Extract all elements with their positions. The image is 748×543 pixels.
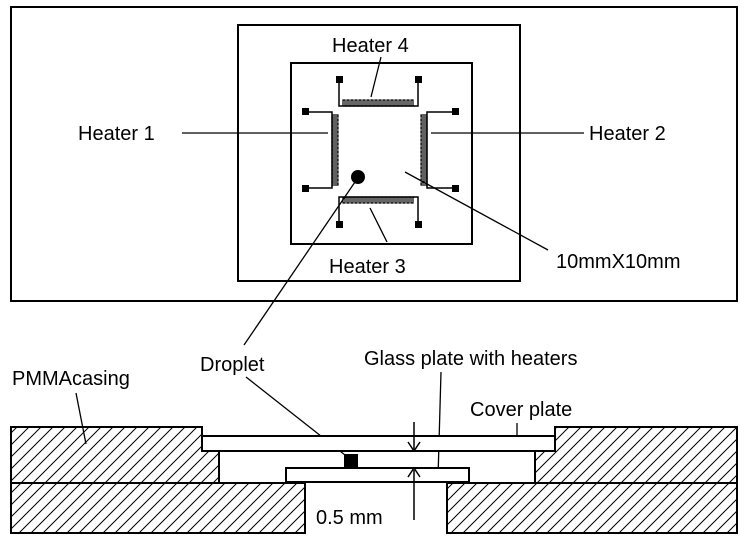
heater-2-label: Heater 2 [589,123,666,145]
pmma-outline [237,24,521,282]
gap-dimension [404,422,424,520]
casing-upper-right [534,426,738,484]
casing-lower-right [446,482,738,534]
heater-4-label: Heater 4 [332,35,409,57]
outer-frame [10,6,738,302]
heater-serpentine [331,114,339,187]
gap-label: 0.5 mm [316,507,383,529]
chip-size-label: 10mmX10mm [556,251,680,273]
casing-lower-left [10,482,306,534]
heater-1-label: Heater 1 [78,123,155,145]
glass-chip [290,62,473,245]
heater-serpentines [331,99,428,204]
heater-3-label: Heater 3 [329,256,406,278]
contact-pads [302,76,459,228]
droplet-dot [351,170,365,184]
droplet-block [344,454,358,468]
cross-section: Droplet Glass plate with heaters PMMAcas… [10,348,738,534]
heater-serpentine [342,99,415,107]
leader-lines [182,56,584,346]
casing-label: PMMAcasing [12,368,130,390]
cover-plate-label: Cover plate [470,399,572,421]
top-view: Heater 4 Heater 1 Heater 2 Heater 3 10mm… [10,6,738,346]
casing-upper-left [10,426,220,484]
heater-serpentine [420,114,428,187]
heater-serpentine [342,196,415,204]
cover-plate [201,435,556,452]
glass-plate [285,467,470,483]
glass-plate-label: Glass plate with heaters [364,348,577,370]
droplet-label: Droplet [200,354,265,376]
